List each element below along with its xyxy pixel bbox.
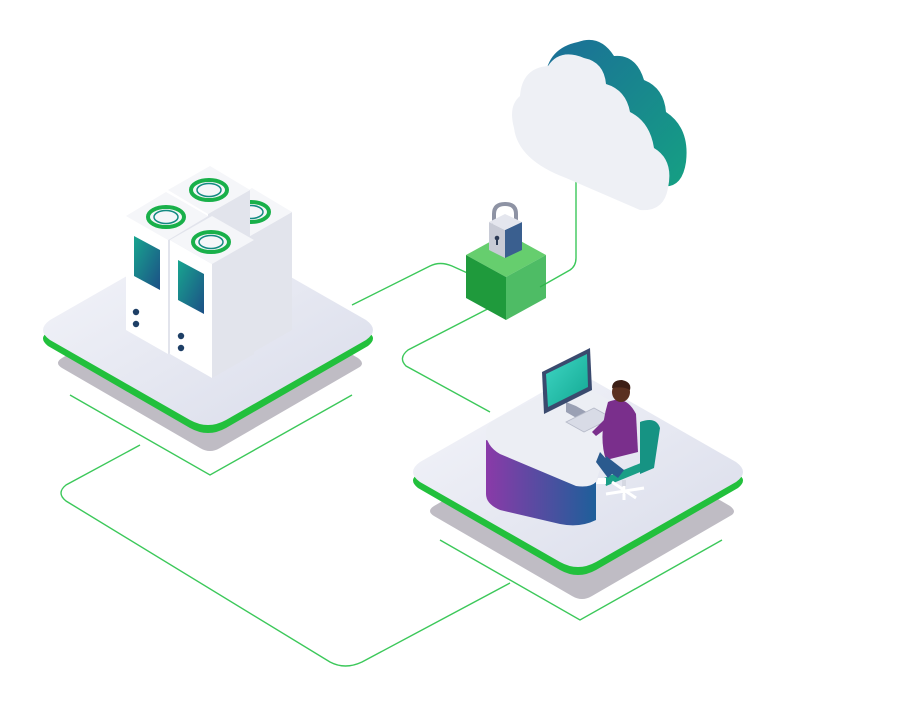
padlock-icon [489,201,522,258]
connector-servers-to-gateway [351,262,506,306]
gateway-cube-left [466,255,506,320]
server-rack-icon [126,166,292,378]
office-chair [604,420,660,500]
desk-front [486,440,596,526]
gateway-cube-right [506,255,546,320]
connector-gateway-to-workstation [401,299,506,413]
cloud-icon [512,39,687,211]
cloud-front-layer [512,54,670,211]
security-gateway [466,201,546,320]
connector-workstation-platform-outline [439,539,723,621]
server-tower-front-right [170,216,254,378]
connector-gateway-to-cloud [539,170,577,288]
desk-top [486,383,620,487]
connector-lines [60,170,723,667]
connector-servers-platform-outline [69,394,353,476]
user-at-desk-icon [486,348,660,526]
user-figure [592,380,638,484]
connector-servers-to-workstation [60,444,511,667]
